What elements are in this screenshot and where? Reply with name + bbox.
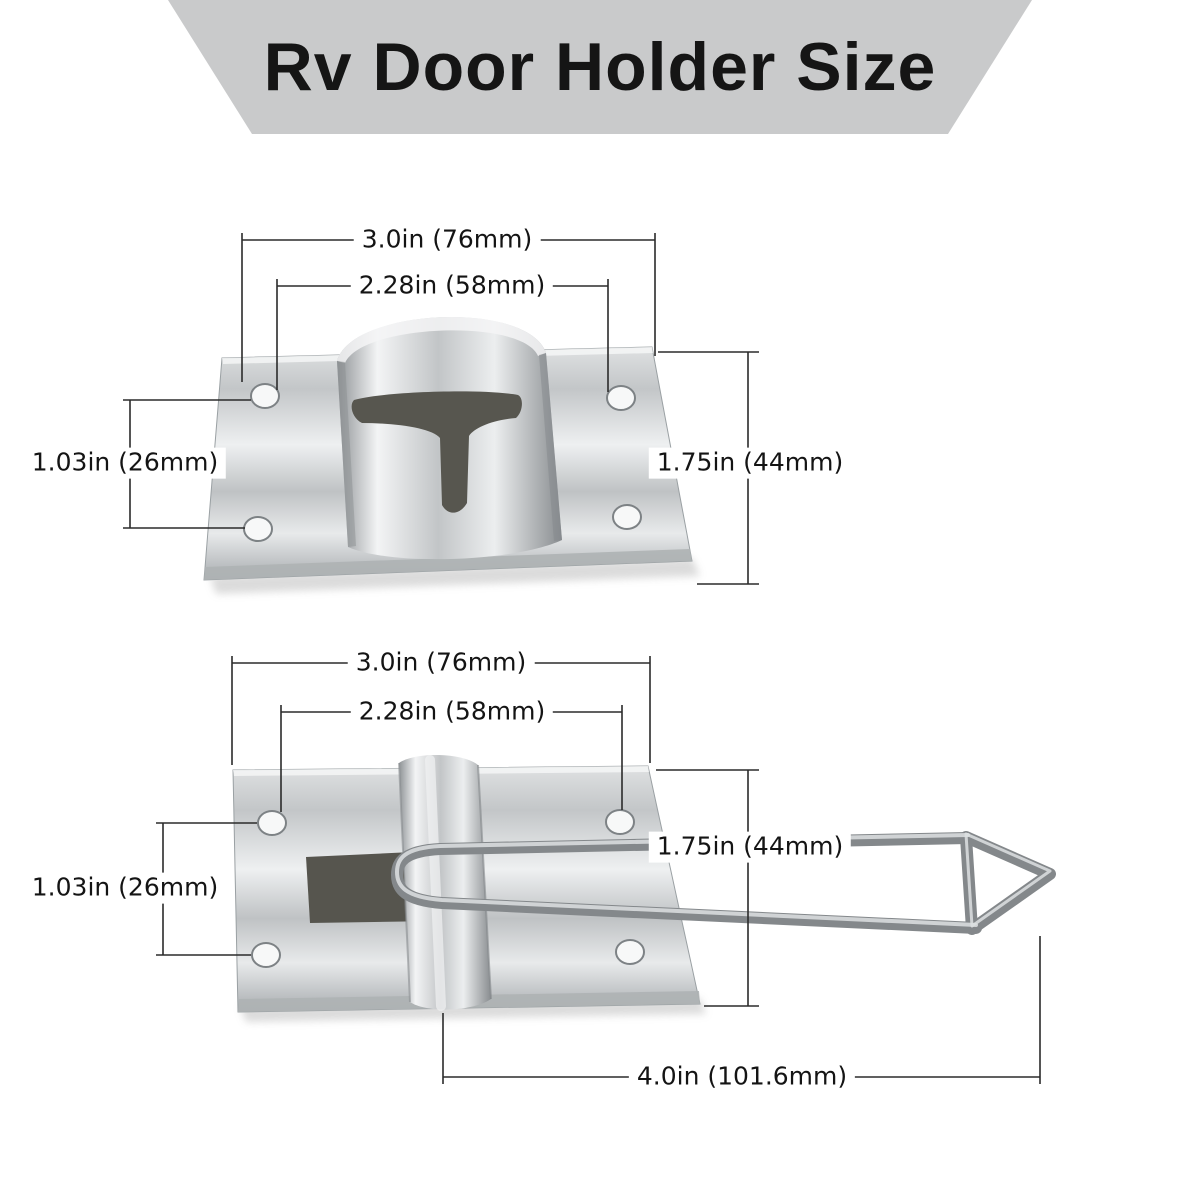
mount-hole (615, 939, 645, 965)
dim-label-bottom-inner-width: 2.28in (58mm) (350, 696, 554, 728)
hook-triangle-handle (960, 831, 1056, 935)
title-banner: Rv Door Holder Size (168, 0, 1032, 134)
catch-bracket-shadow (210, 558, 700, 594)
mount-hole (243, 516, 273, 542)
mount-hole (250, 383, 280, 409)
channel-left-edge (398, 762, 411, 1003)
dim-lines-bottom-height (656, 769, 759, 1007)
dim-label-bottom-outer-width: 3.0in (76mm) (347, 647, 535, 679)
triangle-highlight (964, 832, 1052, 928)
t-hook-image (232, 754, 1056, 1022)
hump-right-edge (539, 353, 562, 541)
hump-top-highlight (337, 317, 546, 363)
mount-hole (257, 810, 287, 836)
dim-label-top-inner-width: 2.28in (58mm) (350, 270, 554, 302)
dim-label-bottom-hole-spacing: 1.03in (26mm) (23, 872, 227, 904)
channel-right-edge (477, 764, 492, 1000)
mount-hole (606, 385, 636, 411)
dim-label-top-outer-width: 3.0in (76mm) (353, 224, 541, 256)
mount-hole (251, 942, 281, 968)
page-title: Rv Door Holder Size (263, 29, 937, 105)
t-slot-cutout (351, 391, 522, 513)
mount-hole (605, 809, 635, 835)
hump-left-edge (337, 361, 356, 547)
mount-hole (612, 504, 642, 530)
plate-bottom-lip (204, 549, 692, 580)
channel-highlight (425, 755, 446, 1011)
hook-channel (399, 754, 491, 1010)
dim-label-bottom-height: 1.75in (44mm) (648, 831, 852, 863)
dim-label-top-hole-spacing: 1.03in (26mm) (23, 447, 227, 479)
rod-highlight (395, 833, 978, 927)
dim-label-hook-length: 4.0in (101.6mm) (628, 1061, 856, 1093)
dim-label-top-height: 1.75in (44mm) (648, 447, 852, 479)
catch-bracket-image (203, 317, 700, 594)
